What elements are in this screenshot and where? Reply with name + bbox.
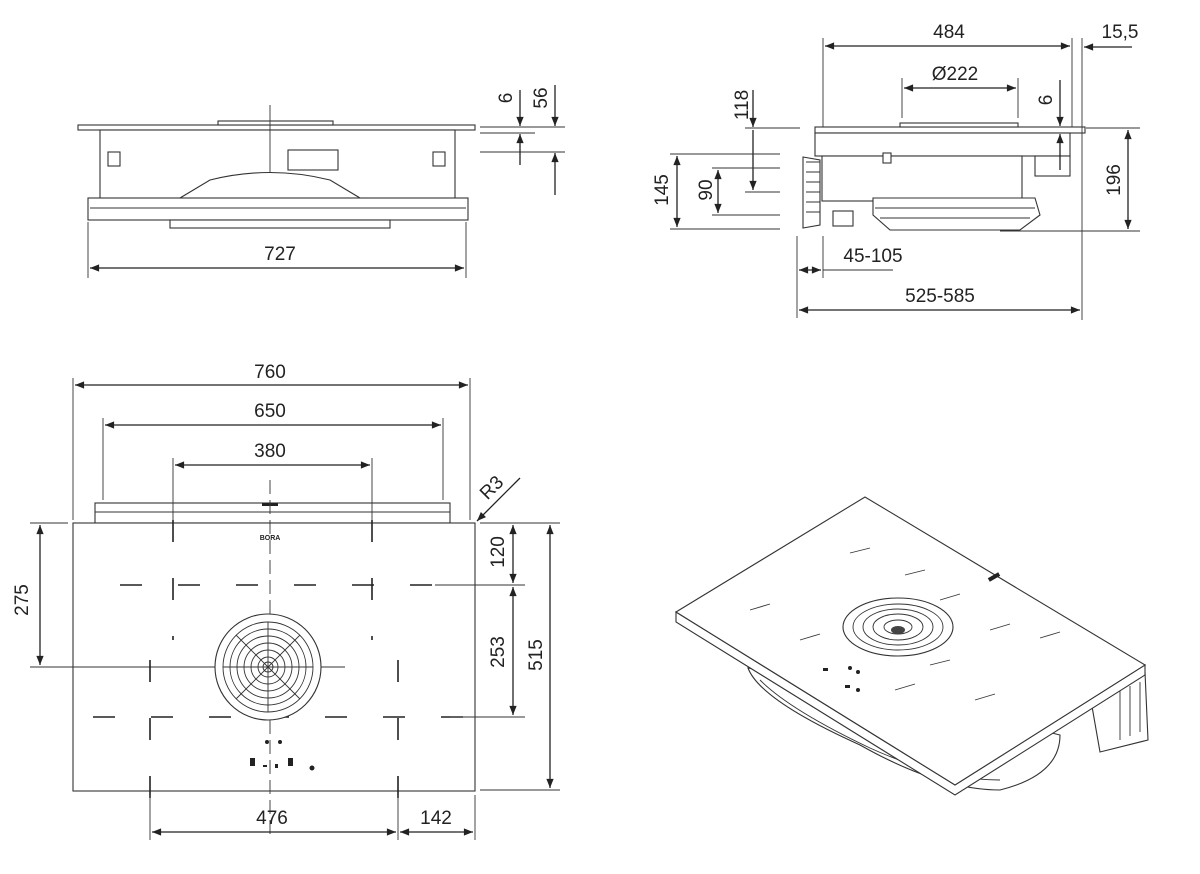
dim-radius-r3: R3 [476, 472, 508, 504]
isometric-view [674, 496, 1149, 796]
extractor-fan-icon [214, 613, 322, 721]
dim-plate-6: 6 [496, 93, 517, 104]
dim-275: 275 [12, 584, 33, 616]
dim-width-727: 727 [264, 244, 296, 265]
dim-253: 253 [488, 636, 509, 668]
logo: BORA [260, 535, 281, 542]
dim-145: 145 [652, 174, 673, 206]
dim-fan-diameter: Ø222 [932, 64, 978, 85]
top-view: BORA 760 [12, 362, 560, 840]
dim-196: 196 [1104, 164, 1125, 196]
dim-90: 90 [696, 179, 717, 200]
dim-45-105: 45-105 [843, 246, 902, 267]
dim-525-585: 525-585 [905, 286, 975, 307]
dim-760: 760 [254, 362, 286, 383]
side-view: 484 15,5 Ø222 6 118 145 90 196 45-105 52… [652, 22, 1140, 320]
dim-515: 515 [526, 639, 547, 671]
dim-380: 380 [254, 441, 286, 462]
dim-120: 120 [488, 536, 509, 568]
dim-height-56: 56 [531, 87, 552, 108]
dim-overhang-15-5: 15,5 [1102, 22, 1139, 43]
dim-476: 476 [256, 808, 288, 829]
control-panel [250, 740, 315, 771]
dim-650: 650 [254, 401, 286, 422]
dim-118: 118 [732, 90, 753, 120]
dim-142: 142 [420, 808, 452, 829]
iso-fan-icon [842, 597, 954, 657]
dim-plate-6-side: 6 [1036, 95, 1057, 106]
dim-depth-484: 484 [933, 22, 965, 43]
front-view: 727 6 56 [77, 85, 565, 278]
